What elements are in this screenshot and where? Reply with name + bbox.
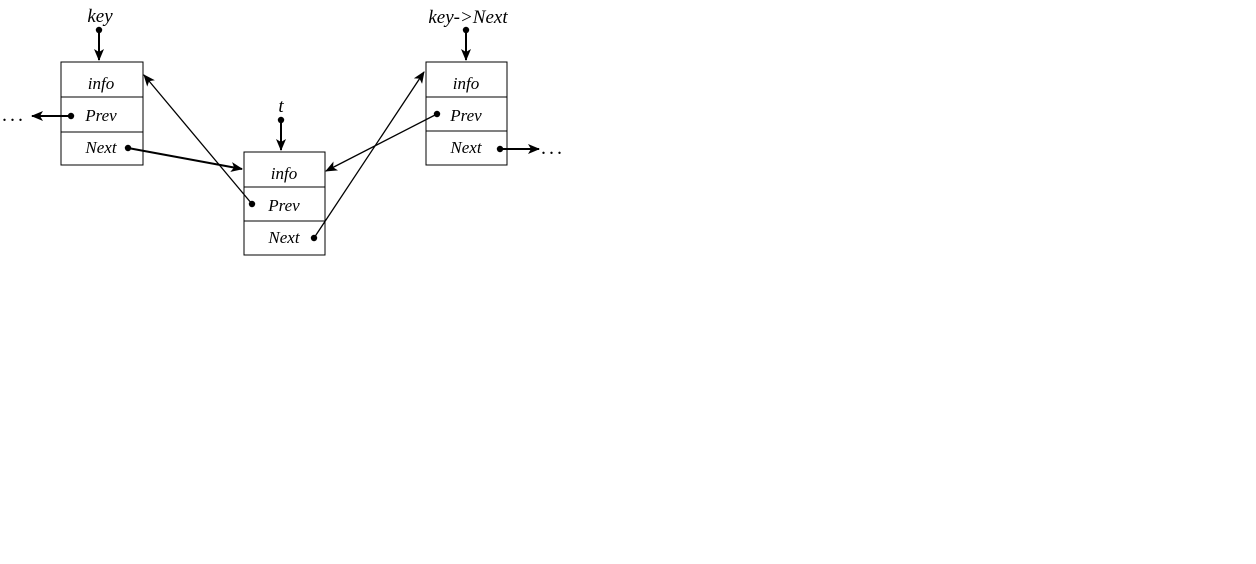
link-keynext-prev-to-t bbox=[325, 113, 438, 172]
field-next-label: Next bbox=[267, 228, 300, 247]
link-key-next-to-t bbox=[127, 147, 243, 172]
field-next-label: Next bbox=[449, 138, 482, 157]
link-t-next-to-keynext bbox=[313, 71, 425, 239]
cell-info bbox=[243, 151, 326, 188]
pointer-label-key-next: key->Next bbox=[428, 7, 508, 28]
node-key: key info Prev Next bbox=[60, 6, 144, 166]
field-prev-label: Prev bbox=[267, 196, 300, 215]
node-t: t info Prev Next bbox=[243, 96, 326, 256]
field-next-label: Next bbox=[84, 138, 117, 157]
link-origin-dot bbox=[124, 144, 132, 152]
pointer-label-t: t bbox=[278, 96, 284, 117]
ellipsis-right: ... bbox=[541, 137, 565, 159]
field-info-label: info bbox=[271, 164, 297, 183]
link-t-prev-to-key bbox=[143, 74, 253, 205]
links bbox=[31, 71, 540, 242]
field-prev-label: Prev bbox=[84, 106, 117, 125]
cell-prev bbox=[243, 186, 326, 222]
cell-next bbox=[425, 130, 508, 166]
ellipsis-left: ... bbox=[2, 104, 26, 126]
node-key-next: key->Next info Prev Next bbox=[425, 7, 508, 166]
cell-info bbox=[425, 61, 508, 98]
cell-info bbox=[60, 61, 144, 98]
field-prev-label: Prev bbox=[449, 106, 482, 125]
field-info-label: info bbox=[88, 74, 114, 93]
pointer-label-key: key bbox=[87, 6, 113, 27]
field-info-label: info bbox=[453, 74, 479, 93]
